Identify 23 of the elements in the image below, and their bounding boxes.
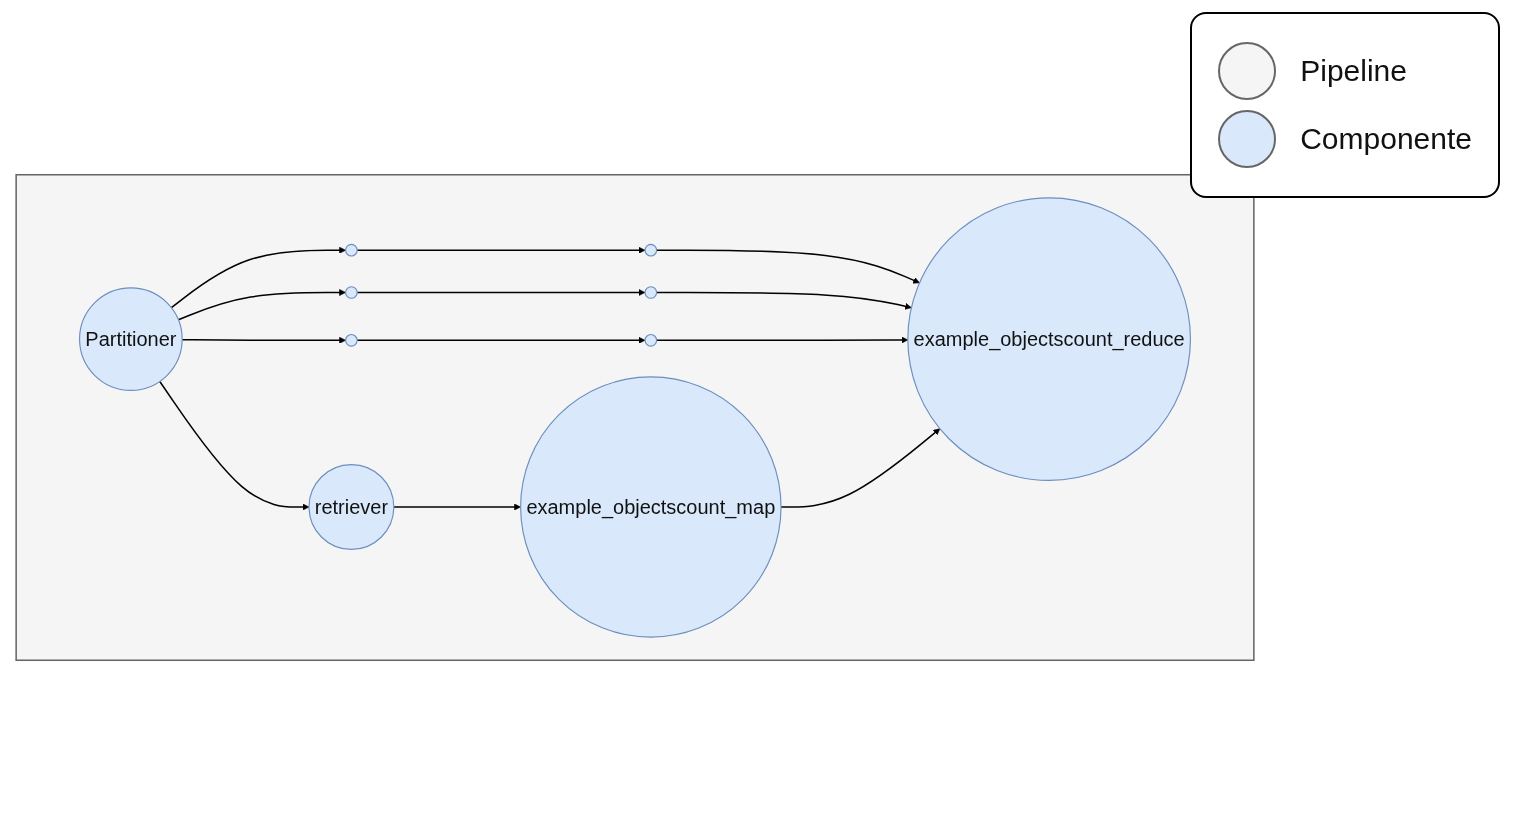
- arrow: [356, 246, 646, 254]
- legend-label: Pipeline: [1300, 54, 1407, 88]
- node-circle: [644, 243, 658, 257]
- arrow: [170, 246, 346, 309]
- node-circle: retriever: [308, 464, 395, 550]
- arrow: [393, 503, 521, 511]
- node-circle: [345, 286, 358, 299]
- arrow: [655, 336, 909, 344]
- arrow: [655, 249, 920, 284]
- legend-label: Componente: [1300, 122, 1472, 156]
- arrow: [356, 289, 646, 296]
- node-circle: [644, 286, 658, 299]
- arrow: [655, 291, 912, 310]
- node-circle: [345, 243, 358, 257]
- node-circle: [644, 333, 658, 347]
- arrow: [159, 380, 310, 511]
- arrow: [177, 289, 346, 321]
- node-circle: example_objectscount_map: [520, 376, 782, 638]
- node-circle: [345, 333, 358, 347]
- node-circle: Partitioner: [79, 287, 183, 391]
- arrow: [356, 336, 646, 344]
- node-circle: example_objectscount_reduce: [907, 197, 1191, 481]
- cluster: [15, 174, 1255, 661]
